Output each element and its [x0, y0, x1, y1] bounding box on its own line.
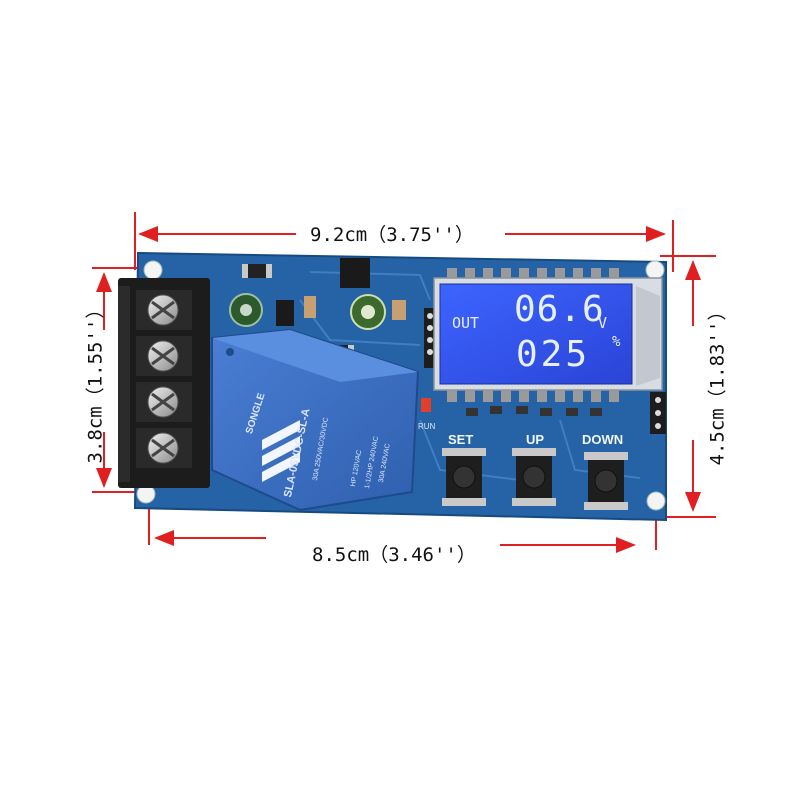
top-width-label: 9.2cm（3.75''）	[310, 224, 474, 246]
lcd-percent-unit: %	[612, 334, 621, 350]
run-led-label: RUN	[418, 422, 436, 431]
set-button-label: SET	[448, 432, 474, 447]
up-button-label: UP	[526, 432, 545, 447]
right-height-label: 4.5cm（1.83''）	[706, 301, 729, 466]
push-buttons	[442, 448, 628, 510]
lcd-voltage-unit: V	[598, 314, 608, 332]
lcd-percent-reading: 025	[516, 334, 591, 375]
lcd-module	[433, 268, 663, 402]
lcd-out-label: OUT	[452, 314, 480, 332]
bottom-width-label: 8.5cm（3.46''）	[312, 544, 476, 566]
lcd-voltage-reading: 06.6	[514, 289, 605, 330]
dimension-lines	[92, 212, 716, 553]
down-button-label: DOWN	[582, 432, 624, 447]
relay	[211, 328, 420, 512]
left-height-label: 3.8cm（1.55''）	[84, 299, 107, 464]
terminal-block	[118, 278, 210, 488]
